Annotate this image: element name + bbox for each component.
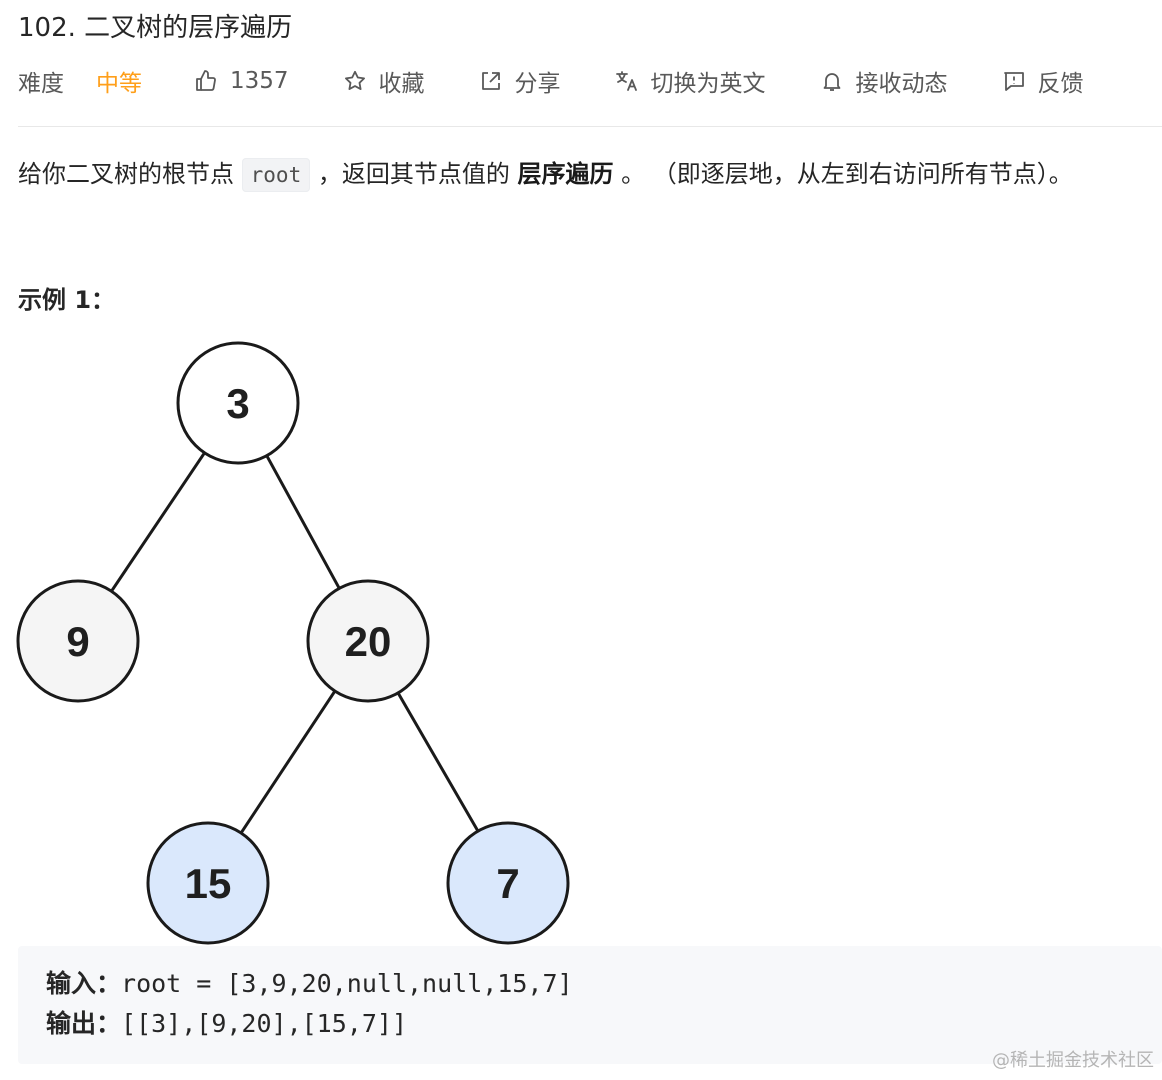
problem-title: 102. 二叉树的层序遍历 (18, 13, 293, 43)
tree-node-label-7: 7 (496, 860, 519, 907)
share-button[interactable]: 分享 (479, 64, 561, 98)
inline-code-root: root (241, 158, 311, 192)
difficulty: 难度 中等 (18, 64, 142, 98)
tree-node-label-15: 15 (185, 860, 232, 907)
thumbs-up-icon (194, 69, 218, 93)
translate-label: 切换为英文 (650, 71, 766, 97)
tree-edge-n20-n15 (239, 690, 337, 834)
share-icon (479, 69, 503, 93)
tree-node-label-3: 3 (226, 380, 249, 427)
example-output-line: 输出：[[3],[9,20],[15,7]] (46, 1004, 1134, 1044)
problem-meta-bar: 难度 中等 1357 收藏 分享 (18, 58, 1148, 104)
bell-icon (820, 69, 844, 93)
example-input-line: 输入：root = [3,9,20,null,null,15,7] (46, 964, 1134, 1004)
notify-label: 接收动态 (855, 71, 948, 97)
tree-node-20 (306, 579, 430, 703)
translate-button[interactable]: 切换为英文 (615, 64, 766, 98)
tree-edge-n3-n9 (110, 451, 206, 593)
watermark: @稀土掘金技术社区 (992, 1050, 1154, 1071)
example-title: 示例 1： (18, 286, 116, 314)
problem-description: 给你二叉树的根节点 root ，返回其节点值的 层序遍历 。 （即逐层地，从左到… (18, 150, 1073, 198)
likes-count: 1357 (230, 68, 289, 94)
header-divider (18, 126, 1162, 127)
tree-node-label-20: 20 (345, 618, 392, 665)
tree-edge-n20-n7 (396, 692, 480, 832)
binary-tree-diagram: 3 9 20 15 7 (16, 341, 570, 945)
desc-text-3: 。 （即逐层地，从左到右访问所有节点）。 (613, 160, 1073, 188)
feedback-label: 反馈 (1037, 71, 1084, 97)
notify-button[interactable]: 接收动态 (820, 64, 948, 98)
input-value: root = [3,9,20,null,null,15,7] (121, 969, 573, 998)
desc-bold: 层序遍历 (517, 160, 614, 188)
favorite-label: 收藏 (378, 71, 425, 97)
feedback-icon (1002, 69, 1026, 93)
desc-text-2: ，返回其节点值的 (310, 160, 518, 188)
tree-node-15 (146, 821, 270, 945)
output-label: 输出： (46, 1009, 122, 1038)
feedback-button[interactable]: 反馈 (1002, 64, 1084, 98)
tree-node-9 (16, 579, 140, 703)
star-icon (343, 69, 367, 93)
tree-node-label-9: 9 (66, 618, 89, 665)
output-value: [[3],[9,20],[15,7]] (121, 1009, 407, 1038)
favorite-button[interactable]: 收藏 (343, 64, 425, 98)
tree-node-3 (176, 341, 300, 465)
translate-icon (615, 69, 639, 93)
like-button[interactable]: 1357 (194, 68, 289, 94)
input-label: 输入： (46, 969, 122, 998)
desc-text-1: 给你二叉树的根节点 (18, 160, 242, 188)
share-label: 分享 (514, 71, 561, 97)
example-codeblock: 输入：root = [3,9,20,null,null,15,7] 输出：[[3… (18, 946, 1162, 1064)
difficulty-value: 中等 (96, 71, 142, 97)
tree-edge-n3-n20 (265, 454, 341, 590)
difficulty-label: 难度 (18, 71, 64, 97)
tree-node-7 (446, 821, 570, 945)
